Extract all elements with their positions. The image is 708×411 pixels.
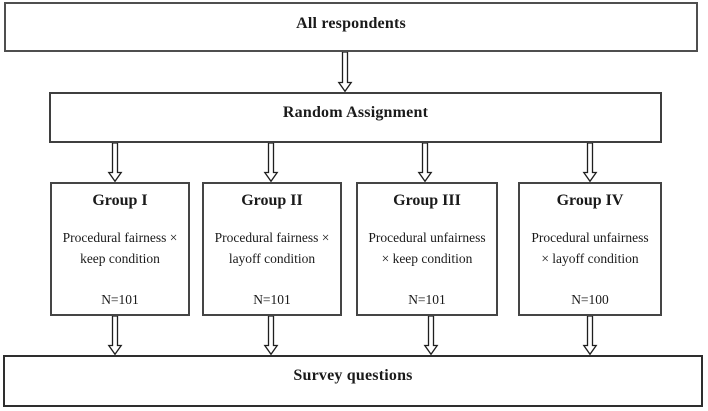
group-2-sample-size: N=101 — [253, 292, 291, 307]
group-4-sample-size: N=100 — [571, 292, 609, 307]
group-1-sample-size: N=101 — [101, 292, 139, 307]
group-1-condition-line1: Procedural fairness × — [62, 230, 178, 245]
group-4-title: Group IV — [556, 192, 624, 209]
down-arrow-icon — [263, 143, 279, 182]
down-arrow-icon — [582, 143, 598, 182]
down-arrow-icon — [337, 52, 353, 92]
group-2-condition-line1: Procedural fairness × — [214, 230, 330, 245]
down-arrow-icon — [263, 316, 279, 355]
down-arrow-icon — [107, 316, 123, 355]
group-4-condition-line1: Procedural unfairness — [531, 230, 649, 245]
group-1-condition: Procedural fairness × keep condition — [63, 227, 178, 269]
group-3-condition-line1: Procedural unfairness — [368, 230, 486, 245]
group-2-box: Group II Procedural fairness × layoff co… — [202, 182, 342, 316]
group-3-box: Group III Procedural unfairness × keep c… — [356, 182, 498, 316]
down-arrow-icon — [582, 316, 598, 355]
group-2-condition-line2: layoff condition — [228, 251, 316, 266]
down-arrow-icon — [423, 316, 439, 355]
group-4-condition-line2: × layoff condition — [541, 251, 639, 266]
group-1-box: Group I Procedural fairness × keep condi… — [50, 182, 190, 316]
survey-questions-box: Survey questions — [3, 355, 703, 407]
random-assignment-label: Random Assignment — [282, 104, 429, 121]
group-3-sample-size: N=101 — [408, 292, 446, 307]
group-4-condition: Procedural unfairness × layoff condition — [531, 227, 648, 269]
group-4-box: Group IV Procedural unfairness × layoff … — [518, 182, 662, 316]
all-respondents-box: All respondents — [4, 2, 698, 52]
survey-questions-label: Survey questions — [293, 367, 413, 384]
all-respondents-label: All respondents — [296, 15, 406, 32]
group-3-title: Group III — [393, 192, 461, 209]
down-arrow-icon — [107, 143, 123, 182]
group-1-condition-line2: keep condition — [80, 251, 160, 266]
group-1-title: Group I — [92, 192, 148, 209]
group-3-condition: Procedural unfairness × keep condition — [368, 227, 485, 269]
random-assignment-box: Random Assignment — [49, 92, 662, 143]
group-2-condition: Procedural fairness × layoff condition — [215, 227, 330, 269]
group-3-condition-line2: × keep condition — [381, 251, 473, 266]
group-2-title: Group II — [241, 192, 303, 209]
down-arrow-icon — [417, 143, 433, 182]
